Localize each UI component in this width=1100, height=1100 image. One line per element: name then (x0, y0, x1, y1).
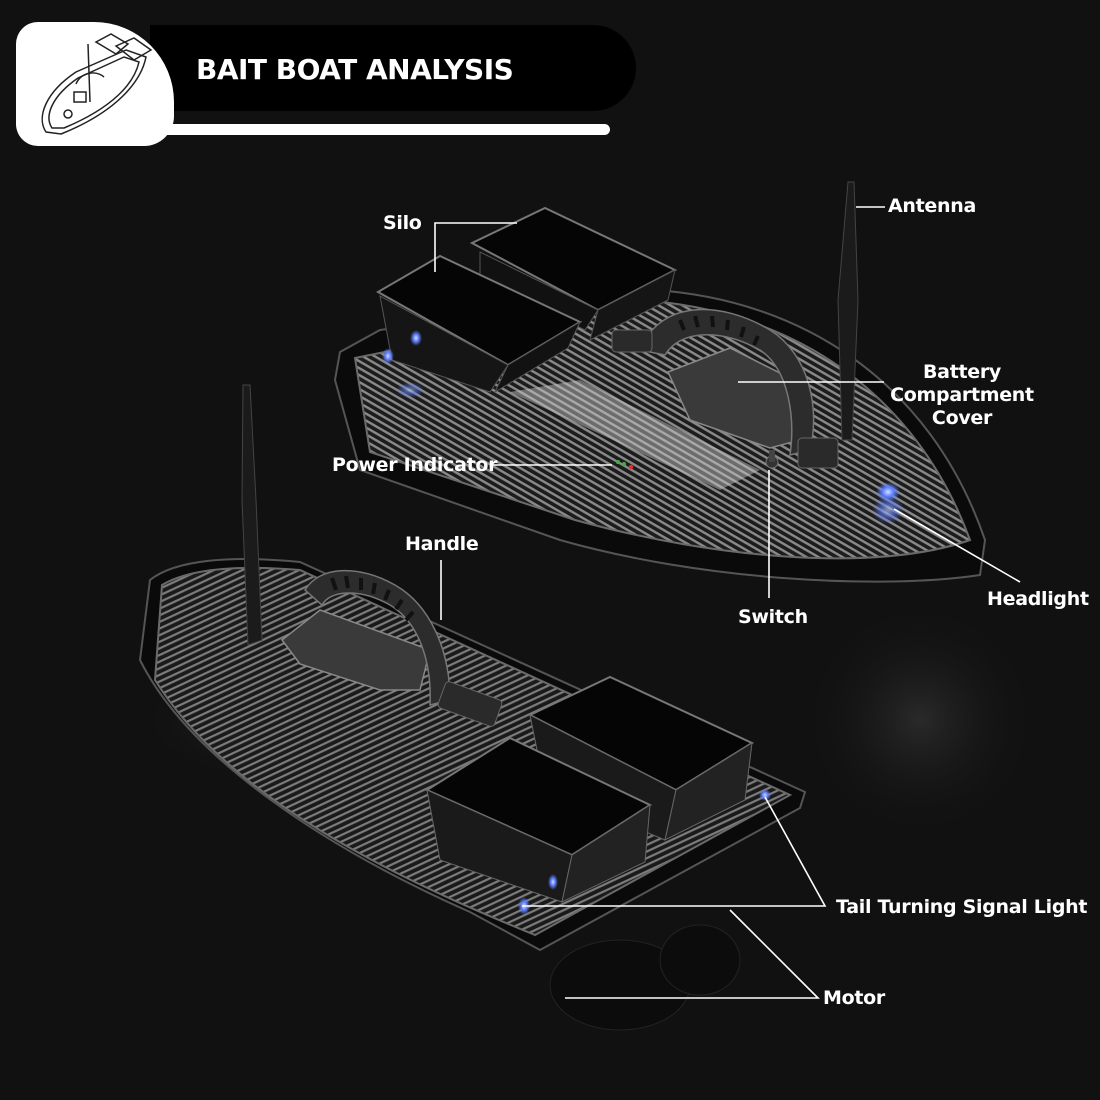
header-bar (150, 25, 636, 111)
top-boat (333, 181, 987, 583)
callout-battery-line3: Cover (931, 407, 993, 429)
top-silo-front (375, 254, 583, 394)
callout-battery-line1: Battery (922, 361, 1001, 383)
boat-line-drawing-icon (41, 33, 153, 135)
callout-battery-line2: Compartment (890, 384, 1034, 406)
header-underline (150, 124, 610, 135)
callout-switch: Switch (738, 606, 808, 628)
page-title: BAIT BOAT ANALYSIS (196, 53, 514, 86)
header-badge (16, 22, 174, 146)
callout-motor: Motor (823, 987, 885, 1009)
callout-headlight: Headlight (987, 588, 1089, 610)
callout-tail-turning-signal-light: Tail Turning Signal Light (836, 896, 1088, 918)
callout-silo: Silo (383, 212, 422, 234)
callout-battery-compartment-cover: Battery Compartment Cover (887, 361, 1037, 430)
callout-power-indicator: Power Indicator (332, 454, 498, 476)
callout-handle: Handle (405, 533, 479, 555)
callout-antenna: Antenna (888, 195, 976, 217)
